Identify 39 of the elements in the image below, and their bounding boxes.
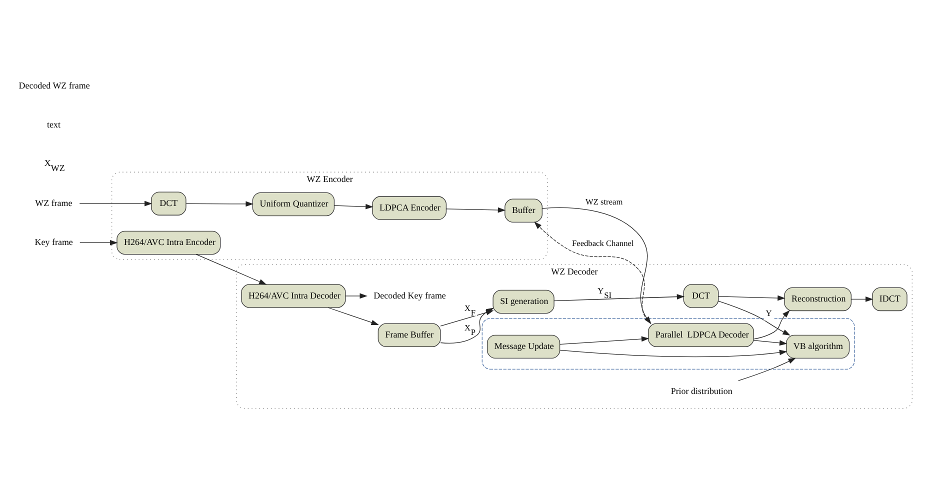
node-box: H264/AVC Intra Decoder [240,284,346,308]
arrow [79,240,118,245]
arrow [440,309,494,326]
arrow [334,203,373,209]
node-box: LDPCA Encoder [372,196,446,220]
node-box: DCT [682,284,718,308]
arrow [559,336,649,344]
arrow [559,349,787,357]
node-box: H264/AVC Intra Encoder [116,230,220,254]
cluster [481,318,854,369]
arrow [195,253,266,284]
arrow [718,300,790,335]
arrow [850,296,873,302]
arrow [185,200,253,206]
node-box: Buffer [504,198,542,222]
arrow [344,292,367,298]
node-text: Prior distribution [670,385,732,396]
node-box: SI generation [492,289,554,314]
arrow [753,310,790,339]
arrow [752,340,787,346]
node-text: WZ frame [34,197,72,208]
node-text: Decoded Key frame [373,290,446,300]
node-box: Parallel LDPCA Decoder [648,322,754,346]
node-box: IDCT [872,286,907,311]
node-text: Key frame [34,236,72,247]
node-box: DCT [150,191,186,215]
arrow [553,294,684,301]
arrow [738,357,796,381]
arrow [718,294,785,300]
label: text [46,119,60,130]
arrow [78,200,152,206]
node-box: Message Update [486,334,560,358]
arrow [446,206,506,212]
node-box: Reconstruction [784,286,851,311]
label: Decoded WZ frame [18,80,90,90]
arrow [327,306,378,325]
node-box: Frame Buffer [377,322,440,346]
node-box: Uniform Quantizer [252,192,334,216]
node-box: VB algorithm [786,334,850,358]
